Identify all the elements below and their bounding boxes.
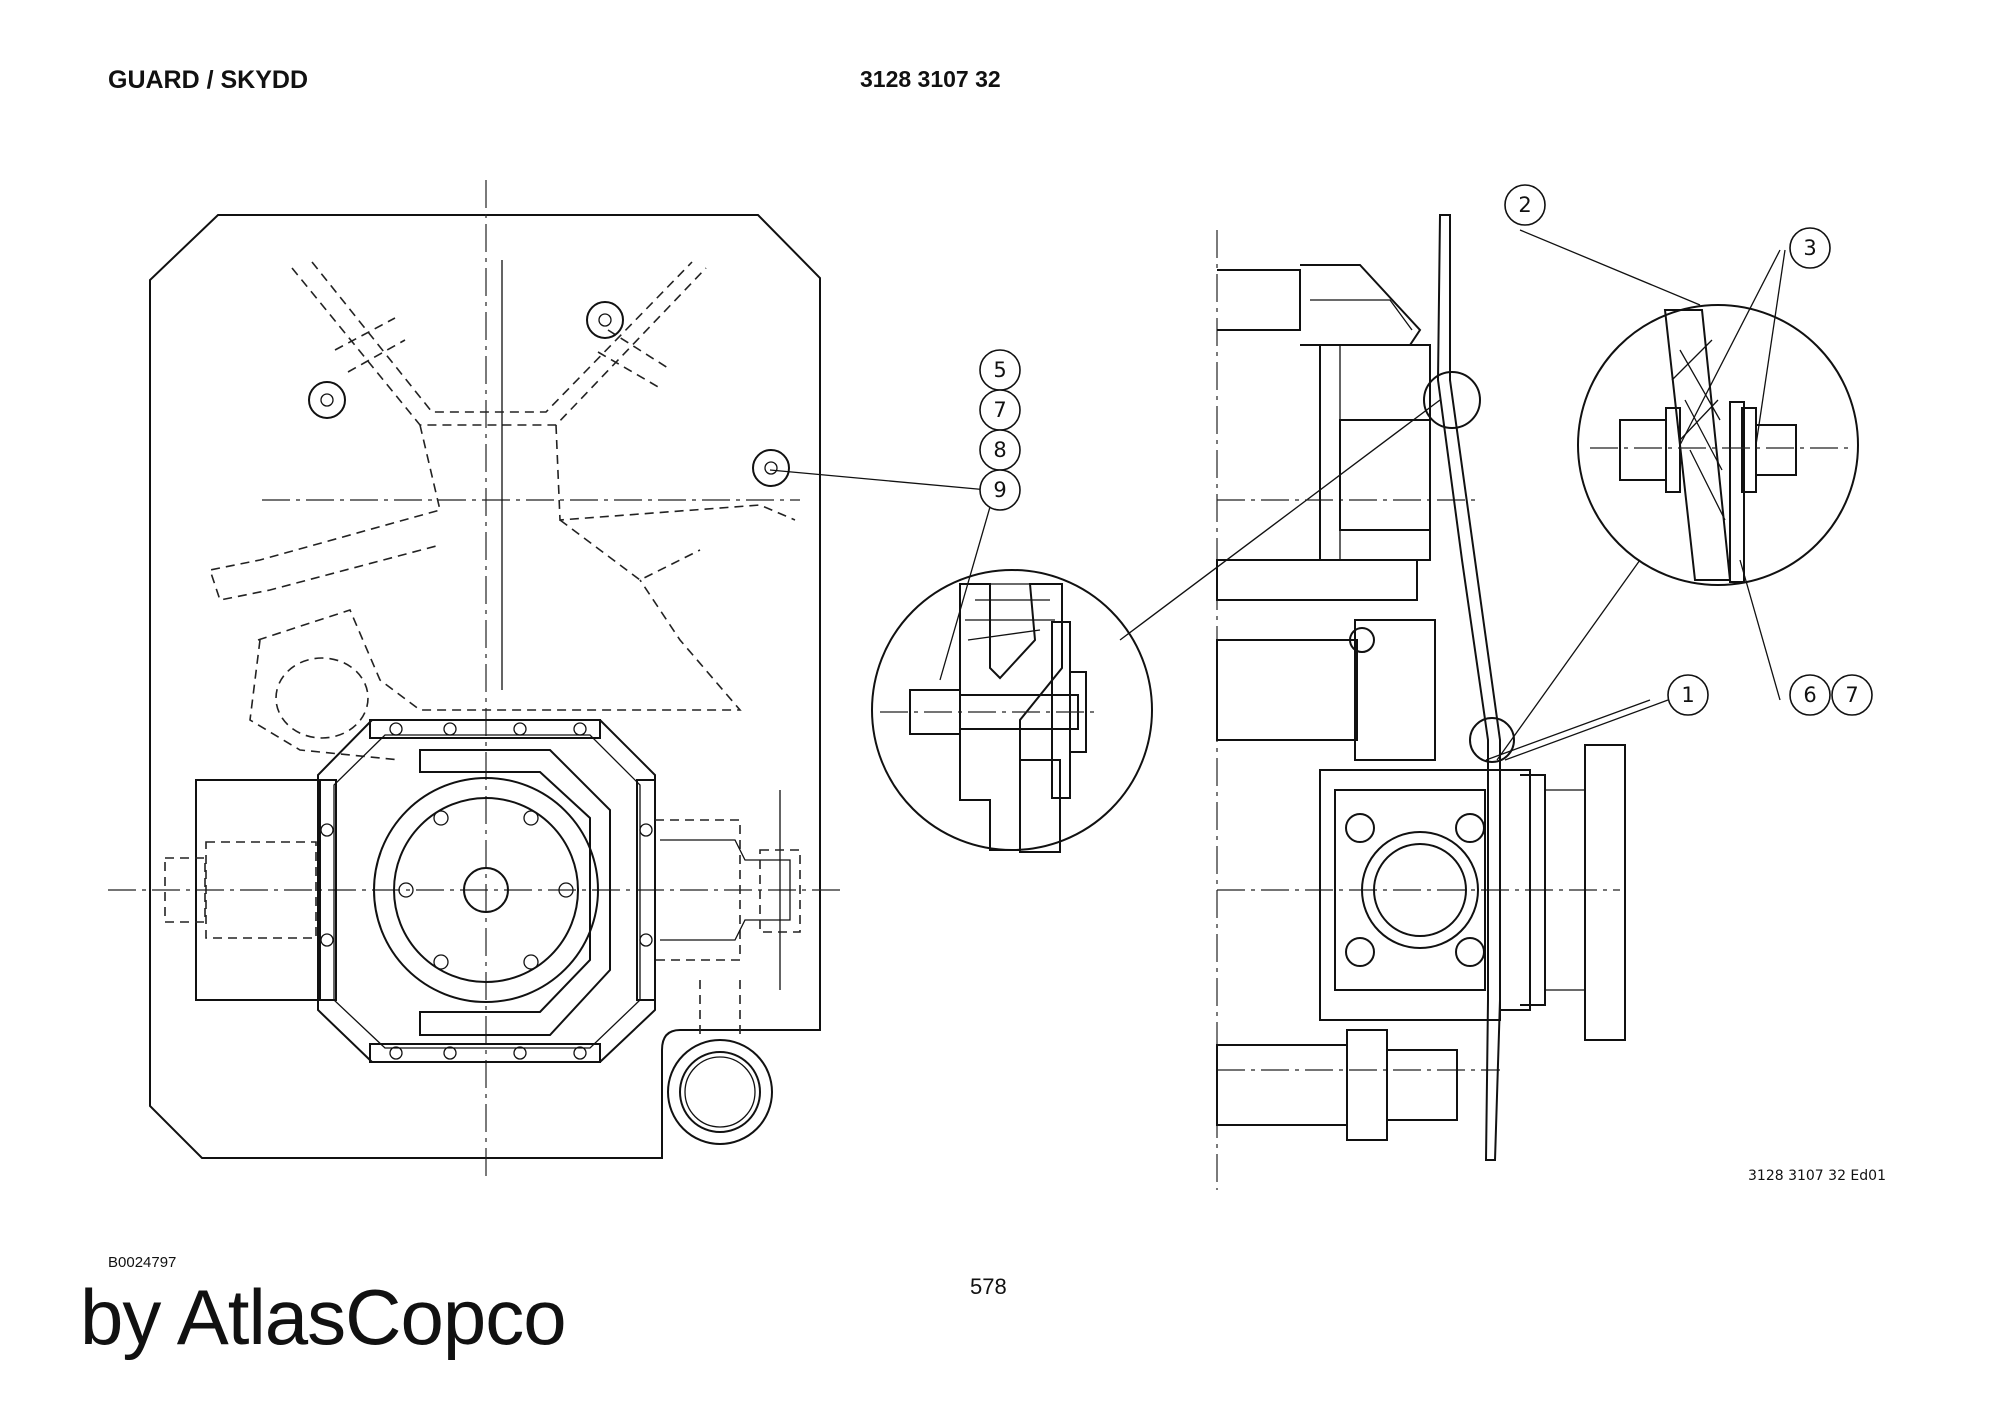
svg-text:7: 7 <box>1845 683 1858 707</box>
svg-text:6: 6 <box>1803 683 1816 707</box>
svg-text:3: 3 <box>1803 236 1816 260</box>
detail-view-left: 5 7 8 9 <box>769 349 1441 853</box>
svg-text:7: 7 <box>993 398 1006 422</box>
brand-text: by AtlasCopco <box>80 1273 567 1361</box>
svg-text:9: 9 <box>993 478 1006 502</box>
svg-text:1: 1 <box>1681 683 1694 707</box>
front-view <box>108 180 840 1180</box>
page-title: GUARD / SKYDD <box>108 66 309 94</box>
svg-text:2: 2 <box>1518 193 1531 217</box>
drawing-reference: 3128 3107 32 Ed01 <box>1748 1168 1886 1184</box>
svg-text:8: 8 <box>993 438 1006 462</box>
svg-text:5: 5 <box>993 358 1006 382</box>
page-number: 578 <box>970 1274 1007 1299</box>
document-code: B0024797 <box>108 1254 177 1271</box>
part-number: 3128 3107 32 <box>860 66 1001 92</box>
side-view <box>1216 214 1626 1190</box>
detail-view-right: 2 3 1 6 7 <box>1485 184 1873 761</box>
